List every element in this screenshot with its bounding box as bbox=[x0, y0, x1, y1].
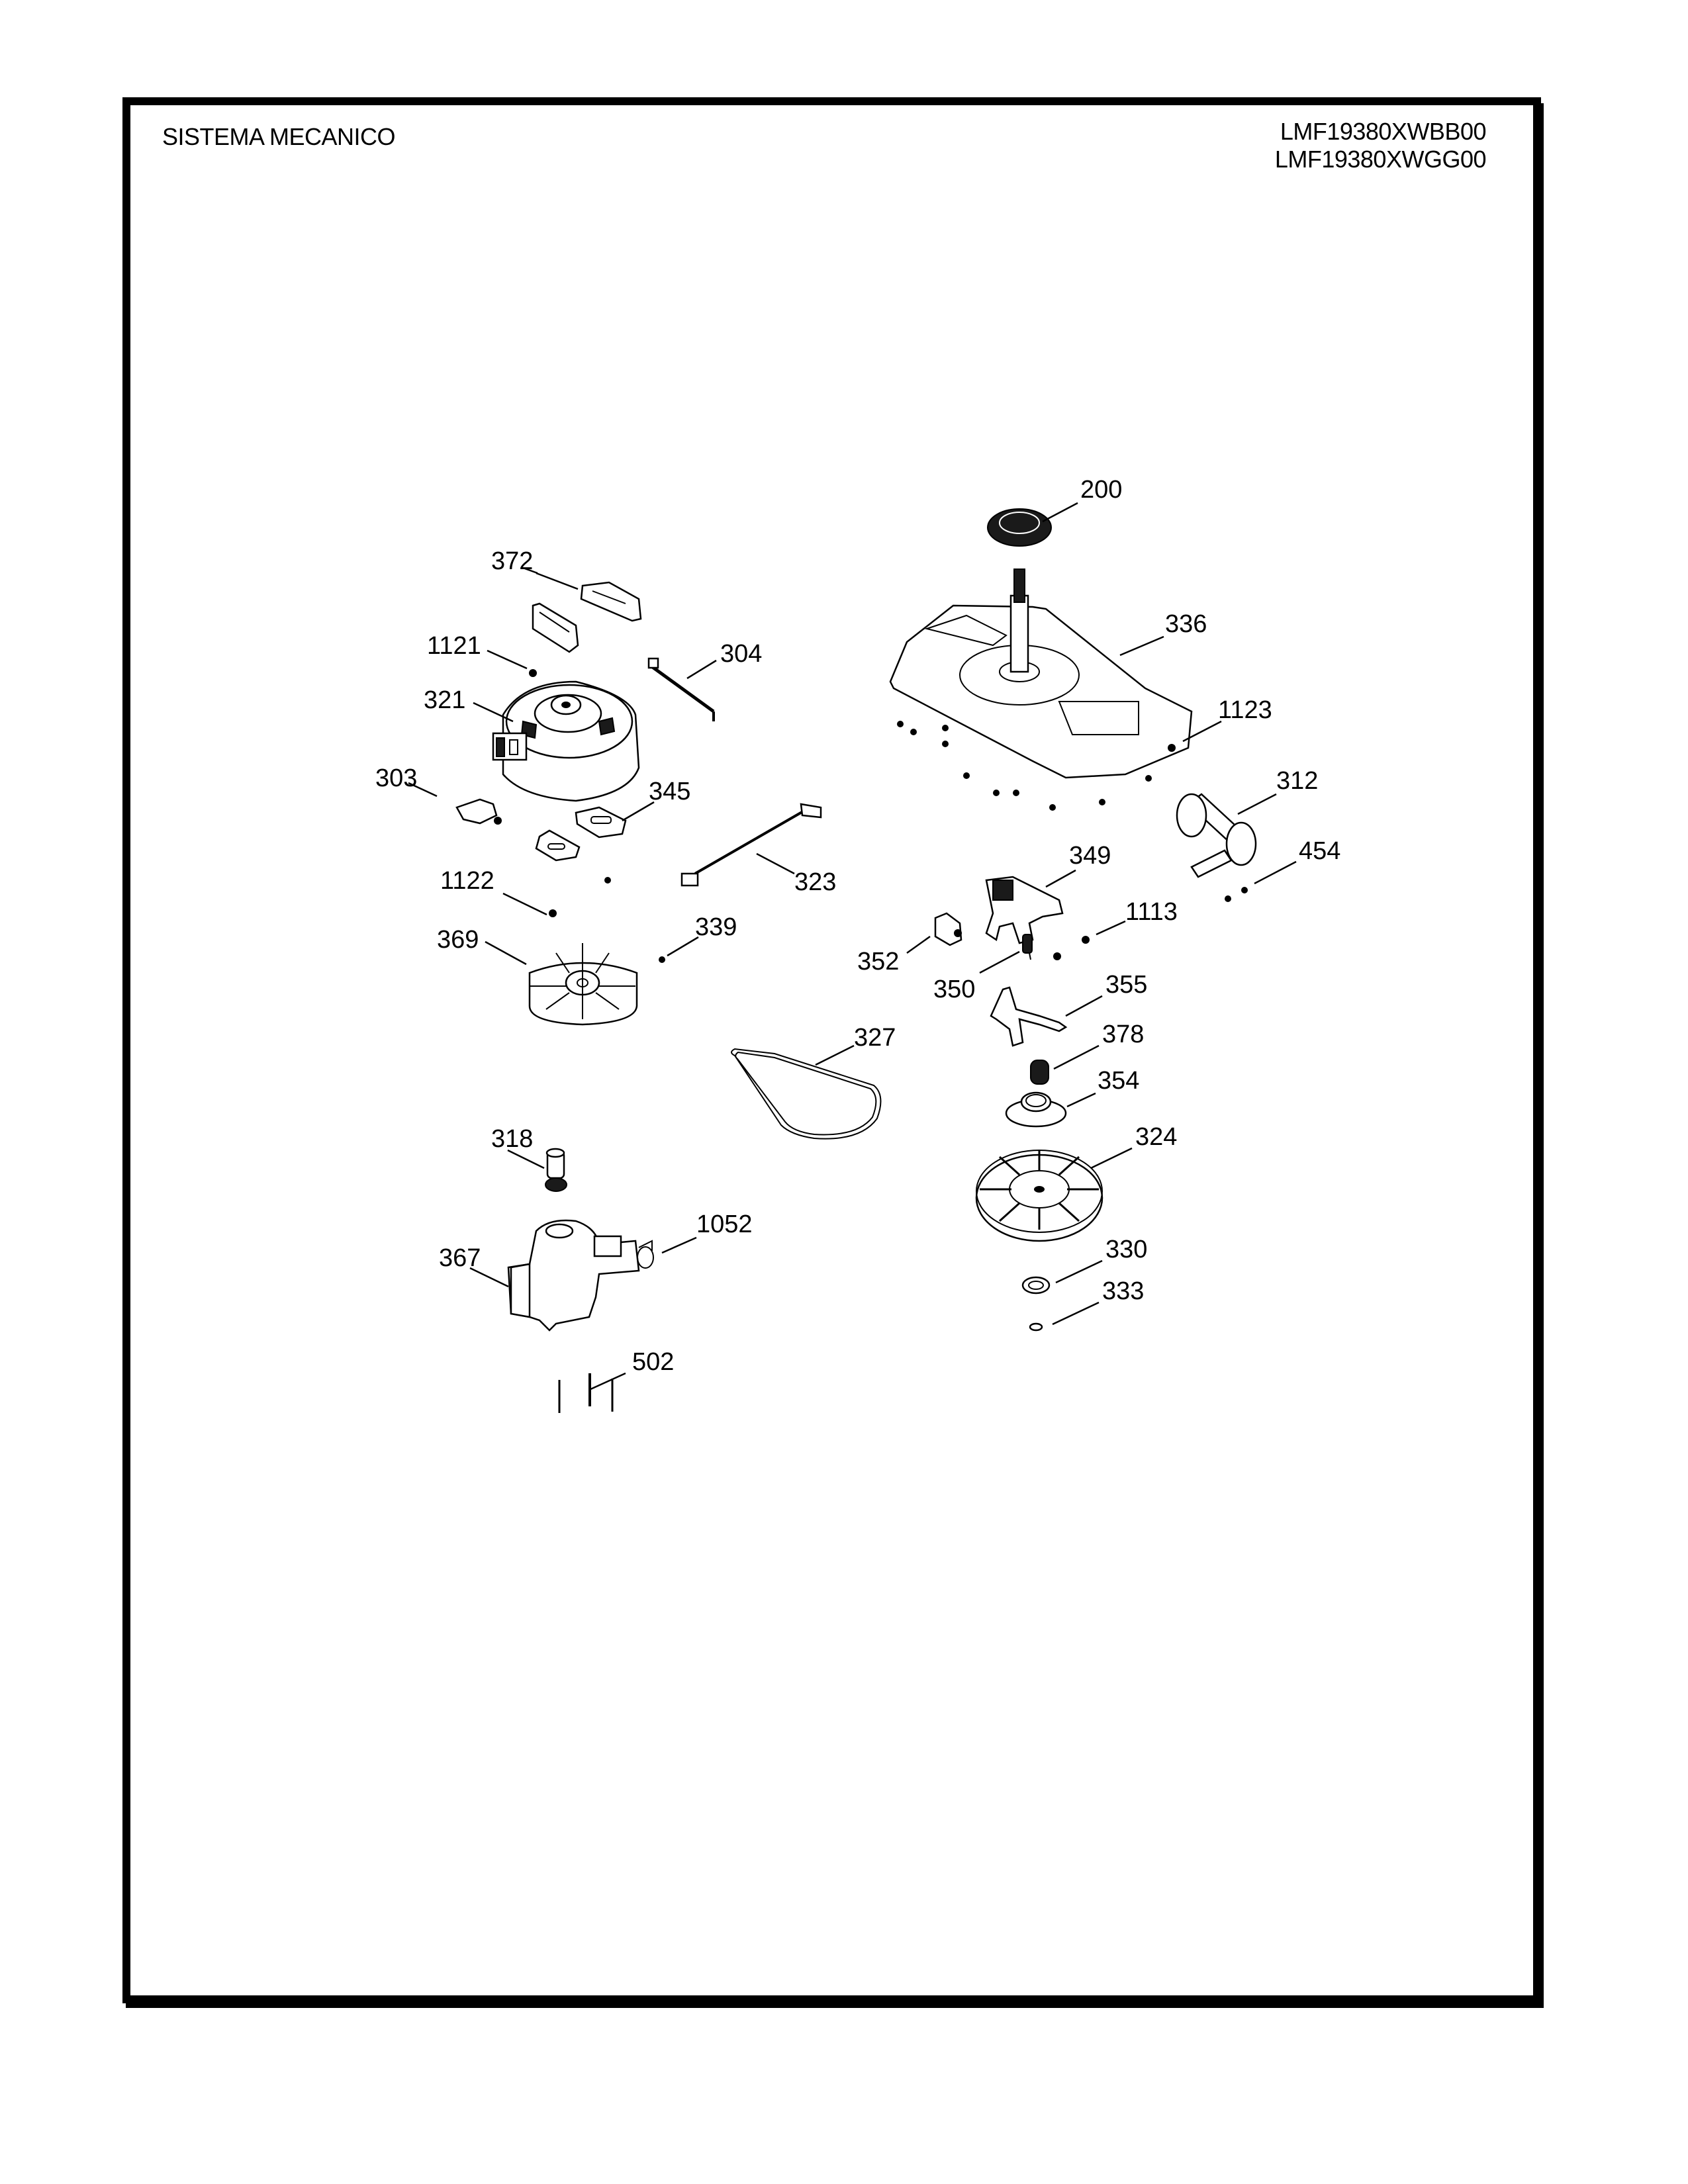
part-321-motor[interactable] bbox=[492, 680, 640, 802]
part-1121-screw[interactable] bbox=[529, 669, 537, 677]
callout-349: 349 bbox=[1069, 842, 1111, 870]
leader-303 bbox=[408, 782, 438, 797]
part-355-clutch-lever[interactable] bbox=[990, 986, 1068, 1047]
leader-372 bbox=[536, 572, 579, 590]
callout-304: 304 bbox=[720, 640, 762, 668]
part-354-clutch-gear[interactable] bbox=[1005, 1091, 1067, 1128]
leader-327 bbox=[815, 1044, 855, 1066]
leader-323 bbox=[756, 852, 795, 875]
leader-1122 bbox=[502, 892, 547, 916]
leader-345 bbox=[622, 801, 655, 822]
model-numbers: LMF19380XWBB00 LMF19380XWGG00 bbox=[1274, 118, 1487, 173]
callout-339: 339 bbox=[695, 913, 737, 941]
part-1052-hose-clamp[interactable] bbox=[637, 1240, 654, 1269]
callout-321: 321 bbox=[424, 686, 465, 714]
leader-372-a bbox=[522, 567, 538, 574]
leader-355 bbox=[1065, 995, 1103, 1017]
callout-369: 369 bbox=[437, 926, 479, 954]
part-303-clamp[interactable] bbox=[455, 798, 502, 825]
callout-324: 324 bbox=[1135, 1123, 1177, 1151]
leader-330 bbox=[1055, 1259, 1103, 1284]
part-304-wire-lead[interactable] bbox=[647, 657, 715, 721]
part-339-nut[interactable] bbox=[659, 956, 665, 963]
part-378-spring[interactable] bbox=[1030, 1060, 1049, 1085]
part-324-pulley[interactable] bbox=[975, 1150, 1103, 1242]
callout-312: 312 bbox=[1276, 767, 1318, 795]
leader-304 bbox=[686, 659, 717, 680]
callout-303: 303 bbox=[375, 764, 417, 792]
part-1122-screw[interactable] bbox=[549, 909, 557, 917]
callout-318: 318 bbox=[491, 1125, 533, 1153]
callout-345: 345 bbox=[649, 778, 690, 805]
leader-378 bbox=[1053, 1044, 1100, 1070]
leader-318 bbox=[507, 1149, 545, 1169]
part-327-belt[interactable] bbox=[731, 1048, 882, 1140]
callout-367: 367 bbox=[439, 1244, 481, 1272]
part-333-nut[interactable] bbox=[1029, 1322, 1043, 1332]
leader-200 bbox=[1042, 502, 1078, 523]
leader-333 bbox=[1052, 1301, 1100, 1326]
callout-352: 352 bbox=[857, 948, 899, 976]
leader-324 bbox=[1090, 1147, 1133, 1169]
leader-312 bbox=[1237, 793, 1277, 815]
callout-1123: 1123 bbox=[1218, 696, 1272, 724]
callout-355: 355 bbox=[1105, 971, 1147, 999]
leader-502 bbox=[588, 1372, 626, 1391]
callout-1121: 1121 bbox=[427, 632, 481, 660]
model-number-1: LMF19380XWBB00 bbox=[1280, 118, 1487, 145]
leader-454 bbox=[1254, 860, 1297, 885]
part-1113-screw[interactable] bbox=[1053, 936, 1090, 960]
callout-350: 350 bbox=[933, 976, 975, 1003]
part-1123-screw[interactable] bbox=[1168, 744, 1176, 752]
callout-336: 336 bbox=[1165, 610, 1207, 638]
callout-1052: 1052 bbox=[696, 1210, 753, 1238]
part-330-washer[interactable] bbox=[1021, 1276, 1051, 1295]
callout-1113: 1113 bbox=[1125, 898, 1178, 926]
callout-330: 330 bbox=[1105, 1236, 1147, 1263]
leader-1121 bbox=[487, 649, 528, 670]
page-title: SISTEMA MECANICO bbox=[162, 123, 396, 150]
leader-339 bbox=[667, 936, 699, 957]
leader-349 bbox=[1045, 869, 1076, 888]
part-372-motor-bracket[interactable] bbox=[532, 581, 642, 653]
callout-378: 378 bbox=[1102, 1021, 1144, 1048]
callout-372: 372 bbox=[491, 547, 533, 575]
callout-354: 354 bbox=[1098, 1067, 1139, 1095]
screw-group-plate bbox=[897, 721, 1152, 811]
leader-350 bbox=[979, 950, 1020, 974]
part-367-drain-pump[interactable] bbox=[507, 1219, 640, 1332]
leader-369 bbox=[485, 940, 527, 966]
part-336-bearing-housing-plate[interactable] bbox=[889, 569, 1193, 779]
callout-333: 333 bbox=[1102, 1277, 1144, 1305]
page-border-shadow-bottom bbox=[126, 2000, 1544, 2008]
part-352-solenoid[interactable] bbox=[934, 912, 962, 946]
page-border-shadow-right bbox=[1537, 103, 1544, 2008]
part-454-screw[interactable] bbox=[1225, 887, 1248, 902]
callout-200: 200 bbox=[1080, 476, 1122, 504]
part-200-seal[interactable] bbox=[987, 508, 1052, 547]
part-345-motor-mount-pad[interactable] bbox=[535, 806, 627, 884]
leader-352 bbox=[906, 935, 931, 954]
part-502-screw[interactable] bbox=[558, 1373, 614, 1413]
leader-1113 bbox=[1096, 920, 1126, 936]
part-349-clutch-actuator[interactable] bbox=[985, 876, 1064, 944]
leader-1123 bbox=[1182, 720, 1222, 743]
callout-323: 323 bbox=[794, 868, 836, 896]
leader-367 bbox=[469, 1267, 509, 1288]
part-369-fan[interactable] bbox=[528, 943, 638, 1026]
leader-354 bbox=[1066, 1092, 1096, 1108]
leader-321 bbox=[473, 702, 514, 723]
part-312-capacitor[interactable] bbox=[1176, 793, 1257, 878]
callout-502: 502 bbox=[632, 1348, 674, 1376]
part-323-harness[interactable] bbox=[680, 803, 822, 887]
callout-1122: 1122 bbox=[440, 867, 494, 895]
callout-327: 327 bbox=[854, 1024, 896, 1052]
leader-336 bbox=[1119, 635, 1164, 657]
part-318-filter-cap[interactable] bbox=[545, 1148, 567, 1192]
callout-454: 454 bbox=[1299, 837, 1340, 865]
part-350-spring[interactable] bbox=[1022, 934, 1033, 960]
model-number-2: LMF19380XWGG00 bbox=[1274, 146, 1487, 173]
leader-1052 bbox=[661, 1236, 697, 1254]
